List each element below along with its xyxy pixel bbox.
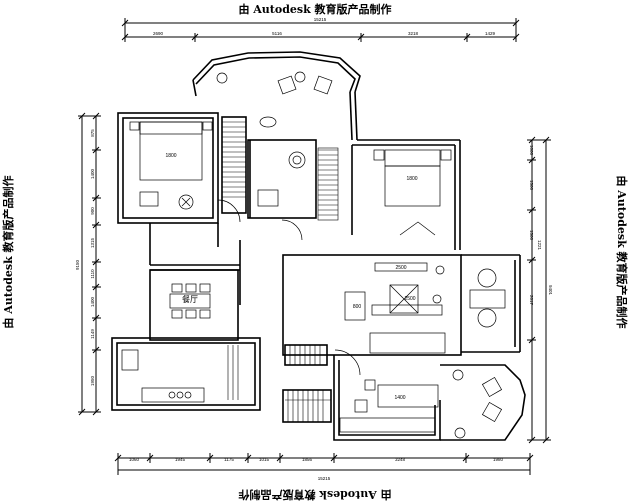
living-sofa-label: 2500 [404, 296, 415, 302]
dining-room-label: 餐厅 [182, 295, 198, 304]
watermark-top: 由 Autodesk 教育版产品制作 [238, 3, 392, 16]
furniture [121, 71, 506, 439]
bedroom1-bed-label: 1800 [165, 153, 176, 159]
tv-label: 2500 [395, 265, 406, 271]
dim-left-2: 1400 [90, 168, 95, 179]
dim-bottom-5: 1856 [302, 457, 313, 462]
dim-left-3: 900 [90, 207, 95, 215]
dim-bottom-2: 1945 [175, 457, 186, 462]
top-dimension [121, 18, 520, 42]
dim-top-2: 5116 [272, 31, 282, 36]
dim-top-4: 1429 [485, 31, 496, 36]
study-desk-label: 1400 [394, 395, 405, 401]
dimension-text: 15215 2690 5116 3218 1429 15215 1060 194… [75, 17, 553, 481]
dim-bottom-3: 1175 [224, 457, 234, 462]
dim-right-1: 1000 [529, 145, 534, 156]
dim-top-1: 2690 [153, 31, 164, 36]
dim-left-8: 1950 [90, 375, 95, 386]
dim-left-7: 1149 [90, 329, 95, 339]
dim-left-1: 875 [90, 129, 95, 137]
dim-left-5: 1110 [90, 269, 95, 279]
bottom-dimension [114, 453, 534, 475]
right-dimension [527, 136, 551, 444]
dim-top-3: 3218 [408, 31, 419, 36]
bedroom2-bed-label: 1800 [406, 176, 417, 182]
walls [111, 51, 526, 441]
dim-bottom-7: 1980 [493, 457, 504, 462]
stairs [222, 121, 339, 422]
dim-right-2: 1500 [529, 180, 534, 191]
left-dimension [78, 112, 101, 416]
dim-bottom-6: 3248 [395, 457, 406, 462]
living-table-label: 800 [353, 304, 362, 310]
dim-right-4: 2017 [529, 295, 534, 306]
dim-right-3: 1500 [529, 230, 534, 241]
dim-top-total: 15215 [314, 17, 327, 22]
dim-right-5: 1221 [537, 240, 542, 251]
dim-left-4: 1315 [90, 237, 95, 248]
dim-right-total: 9401 [548, 285, 553, 296]
dim-bottom-1: 1060 [129, 457, 140, 462]
dim-left-total: 9150 [75, 259, 80, 270]
room-labels: 1800 1800 餐厅 2500 800 1400 2500 [165, 153, 417, 401]
dim-bottom-total: 15215 [318, 476, 331, 481]
dim-left-6: 1400 [90, 296, 95, 307]
dim-bottom-4: 1015 [259, 457, 270, 462]
